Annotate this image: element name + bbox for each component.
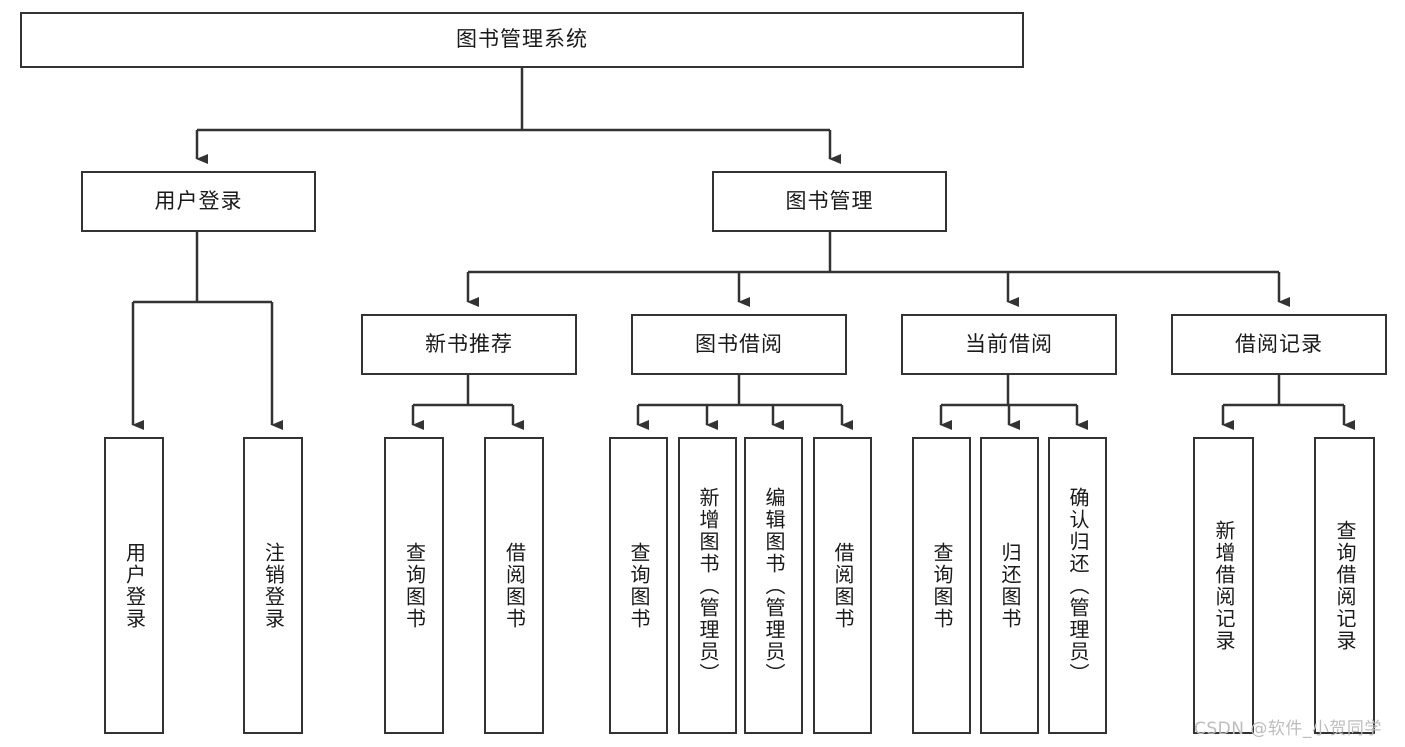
node-borrow-record[interactable]: 借阅记录 — [1171, 314, 1387, 375]
node-label: 新增借阅记录 — [1212, 519, 1236, 652]
node-label: 归还图书 — [998, 541, 1022, 630]
leaf-book-borrow-query[interactable]: 查询图书 — [609, 437, 668, 734]
node-label: 编辑图书（管理员） — [762, 486, 786, 685]
node-new-book-recommend[interactable]: 新书推荐 — [361, 314, 577, 375]
node-label: 当前借阅 — [965, 331, 1053, 356]
node-label: 新增图书（管理员） — [696, 486, 720, 685]
leaf-book-borrow-edit[interactable]: 编辑图书（管理员） — [744, 437, 803, 734]
node-book-borrow[interactable]: 图书借阅 — [631, 314, 847, 375]
node-label: 图书管理 — [785, 188, 874, 213]
leaf-user-login-login[interactable]: 用户登录 — [104, 437, 164, 734]
leaf-user-login-logout[interactable]: 注销登录 — [243, 437, 303, 734]
node-label: 借阅图书 — [502, 541, 527, 630]
node-label: 新书推荐 — [425, 331, 513, 356]
leaf-new-book-borrow[interactable]: 借阅图书 — [484, 437, 544, 734]
node-user-login[interactable]: 用户登录 — [81, 171, 316, 232]
node-label: 查询图书 — [627, 541, 651, 630]
node-book-management[interactable]: 图书管理 — [712, 171, 947, 232]
node-label: 查询图书 — [402, 541, 427, 630]
leaf-current-borrow-return[interactable]: 归还图书 — [980, 437, 1039, 734]
node-label: 借阅图书 — [831, 541, 855, 630]
watermark-text: CSDN @软件_小贺同学 — [1194, 719, 1382, 739]
leaf-borrow-record-add[interactable]: 新增借阅记录 — [1193, 437, 1254, 734]
leaf-borrow-record-query[interactable]: 查询借阅记录 — [1314, 437, 1375, 734]
node-book-management-system[interactable]: 图书管理系统 — [20, 12, 1024, 68]
leaf-new-book-query[interactable]: 查询图书 — [384, 437, 444, 734]
leaf-current-borrow-query[interactable]: 查询图书 — [912, 437, 971, 734]
node-label: 确认归还（管理员） — [1066, 486, 1090, 685]
leaf-current-borrow-confirm-return[interactable]: 确认归还（管理员） — [1048, 437, 1107, 734]
node-label: 查询图书 — [930, 541, 954, 630]
watermark: CSDN @软件_小贺同学 — [1194, 714, 1382, 739]
leaf-book-borrow-borrow[interactable]: 借阅图书 — [813, 437, 872, 734]
node-current-borrow[interactable]: 当前借阅 — [901, 314, 1117, 375]
node-label: 查询借阅记录 — [1333, 519, 1357, 652]
node-label: 图书管理系统 — [456, 27, 588, 52]
node-label: 用户登录 — [122, 541, 147, 630]
leaf-book-borrow-add[interactable]: 新增图书（管理员） — [678, 437, 737, 734]
node-label: 借阅记录 — [1235, 331, 1323, 356]
node-label: 注销登录 — [261, 541, 286, 630]
node-label: 用户登录 — [154, 188, 243, 213]
node-label: 图书借阅 — [695, 331, 783, 356]
